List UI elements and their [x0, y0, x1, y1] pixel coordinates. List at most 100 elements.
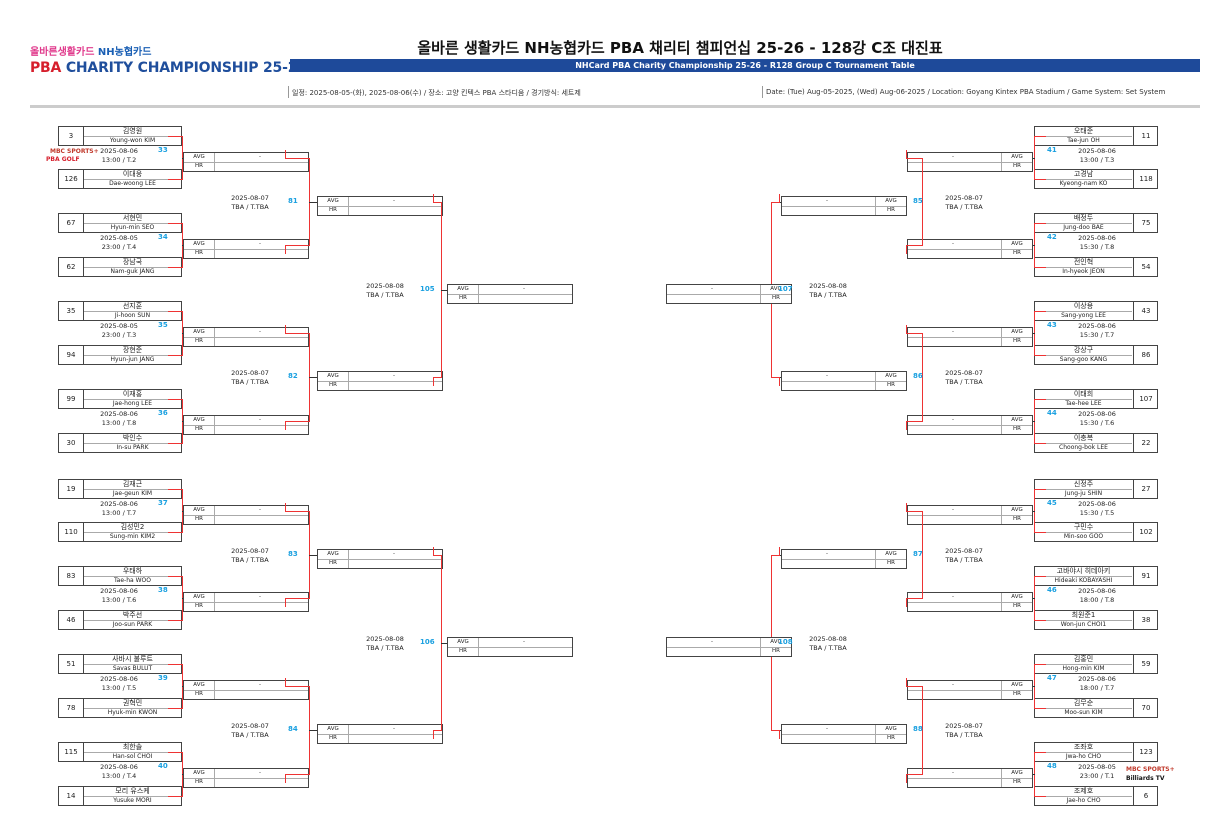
hr-row: HR	[667, 647, 791, 656]
match-number: 106	[420, 638, 435, 646]
match-time: 18:00 / T.8	[1079, 596, 1115, 604]
avg-label: AVG	[184, 328, 215, 337]
bracket-line	[433, 194, 434, 203]
avg-value: -	[952, 154, 954, 160]
hr-row: HR	[782, 206, 906, 215]
sponsor-logo-top: 올바른생활카드 NH농협카드	[30, 43, 151, 58]
mbc-sports-logo: MBC SPORTS+	[1126, 766, 1175, 773]
avg-row: -AVG	[908, 593, 1032, 603]
match-date: 2025-08-07	[945, 194, 983, 202]
hr-row: HR	[184, 162, 308, 171]
player-name-korean: 이태희	[1035, 390, 1132, 400]
bracket-line	[433, 730, 434, 739]
avg-row: -AVG	[667, 285, 791, 295]
bracket-line	[285, 686, 310, 687]
avg-label: AVG	[184, 681, 215, 690]
match-date: 2025-08-06	[100, 675, 138, 683]
bracket-line	[906, 598, 923, 599]
hr-row: HR	[908, 515, 1032, 524]
match-time: TBA / T.TBA	[366, 644, 404, 652]
hr-row: HR	[318, 206, 442, 215]
player-name-korean: 사바시 불루트	[84, 655, 181, 665]
match-date: 2025-08-05	[1078, 763, 1116, 771]
avg-row: AVG-	[448, 638, 572, 648]
match-date: 2025-08-08	[366, 635, 404, 643]
player-name-korean: 배정두	[1035, 214, 1132, 224]
hr-row: HR	[184, 425, 308, 434]
bracket-line	[906, 511, 923, 512]
player-name-korean: 김재근	[84, 480, 181, 490]
pba-golf-logo: PBA GOLF	[46, 156, 80, 163]
bracket-line	[285, 245, 310, 246]
avg-value: -	[826, 726, 828, 732]
player-name-korean: 서현민	[84, 214, 181, 224]
avg-row: AVG-	[318, 725, 442, 735]
player-name-english: Min-soo GOO	[1063, 533, 1104, 540]
avg-label: AVG	[1001, 416, 1032, 425]
bracket-line	[1034, 399, 1046, 400]
avg-label: AVG	[1001, 240, 1032, 249]
match-number: 108	[778, 638, 793, 646]
bracket-line	[285, 421, 286, 430]
avg-hr-box: AVG-HR	[317, 724, 443, 744]
player-name-korean: 강상구	[1035, 346, 1132, 356]
match-time: TBA / T.TBA	[945, 731, 983, 739]
player-name-korean: 고바야시 히데아키	[1035, 567, 1132, 577]
bracket-line	[168, 708, 183, 709]
player-seed: 54	[1133, 258, 1158, 276]
pba-logo-text: PBA	[30, 60, 62, 76]
bracket-line	[285, 678, 286, 687]
avg-label: AVG	[875, 197, 906, 206]
avg-label: AVG	[184, 416, 215, 425]
bracket-line	[168, 620, 183, 621]
avg-hr-box: AVG-HR	[183, 592, 309, 612]
hr-label: HR	[760, 294, 791, 303]
bracket-line	[922, 511, 923, 599]
avg-value: -	[711, 286, 713, 292]
hr-label: HR	[184, 690, 215, 699]
avg-value: -	[259, 241, 261, 247]
avg-value: -	[259, 154, 261, 160]
match-date: 2025-08-06	[1078, 322, 1116, 330]
match-number: 47	[1047, 674, 1057, 682]
info-divider	[288, 86, 289, 98]
avg-hr-box: AVG-HR	[183, 505, 309, 525]
hr-label: HR	[184, 602, 215, 611]
match-time: 15:30 / T.7	[1079, 331, 1115, 339]
bracket-line	[1034, 664, 1046, 665]
player-name-korean: 김무순	[1035, 699, 1132, 709]
match-date: 2025-08-05	[100, 234, 138, 242]
hr-row: HR	[908, 249, 1032, 258]
match-number: 34	[158, 233, 168, 241]
hr-row: HR	[908, 778, 1032, 787]
hr-row: HR	[318, 734, 442, 743]
avg-label: AVG	[184, 153, 215, 162]
player-seed: 67	[59, 214, 84, 232]
hr-row: HR	[782, 381, 906, 390]
avg-value: -	[259, 329, 261, 335]
match-date: 2025-08-07	[945, 547, 983, 555]
player-name-english: Sang-goo KANG	[1059, 356, 1108, 363]
bracket-line	[285, 774, 310, 775]
hr-label: HR	[1001, 778, 1032, 787]
hr-label: HR	[184, 249, 215, 258]
avg-label: AVG	[1001, 328, 1032, 337]
match-time: 13:00 / T.3	[1079, 156, 1115, 164]
hr-label: HR	[184, 337, 215, 346]
match-time: TBA / T.TBA	[231, 203, 269, 211]
